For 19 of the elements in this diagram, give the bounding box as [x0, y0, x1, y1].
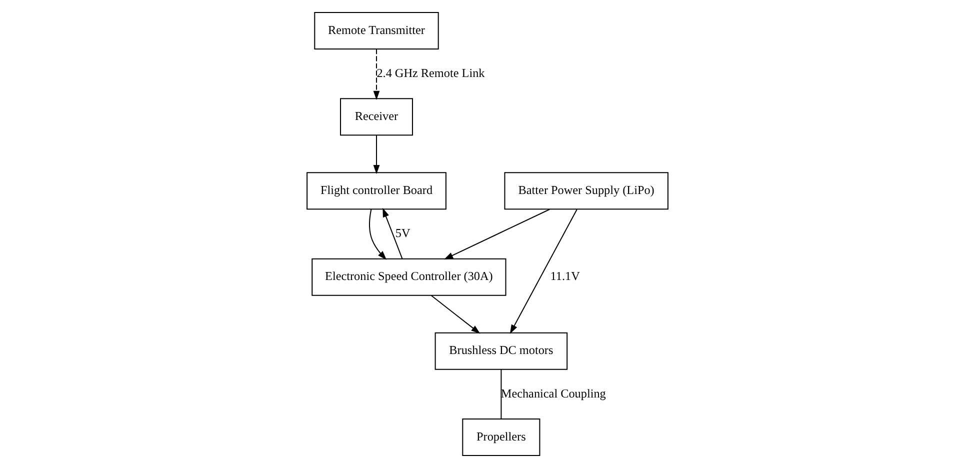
arrow — [444, 208, 550, 260]
arrow — [369, 209, 387, 260]
node-box: Flight controller Board — [306, 172, 446, 210]
edge-label: 11.1V — [550, 269, 580, 284]
arrow — [382, 208, 403, 259]
node-box: Batter Power Supply (LiPo) — [504, 172, 668, 210]
connector — [500, 370, 502, 419]
arrow — [510, 209, 578, 334]
arrow — [373, 135, 380, 174]
edge-label: Mechanical Coupling — [500, 386, 606, 400]
node-box: Remote Transmitter — [314, 12, 439, 50]
arrow — [373, 49, 380, 100]
node-box: Electronic Speed Controller (30A) — [312, 258, 506, 296]
arrow — [430, 295, 480, 334]
node-box: Brushless DC motors — [434, 332, 568, 370]
edge-label: 5V — [395, 226, 410, 240]
node-box: Receiver — [340, 98, 413, 136]
edge-label: 2.4 GHz Remote Link — [376, 66, 485, 80]
node-box: Propellers — [462, 418, 540, 456]
